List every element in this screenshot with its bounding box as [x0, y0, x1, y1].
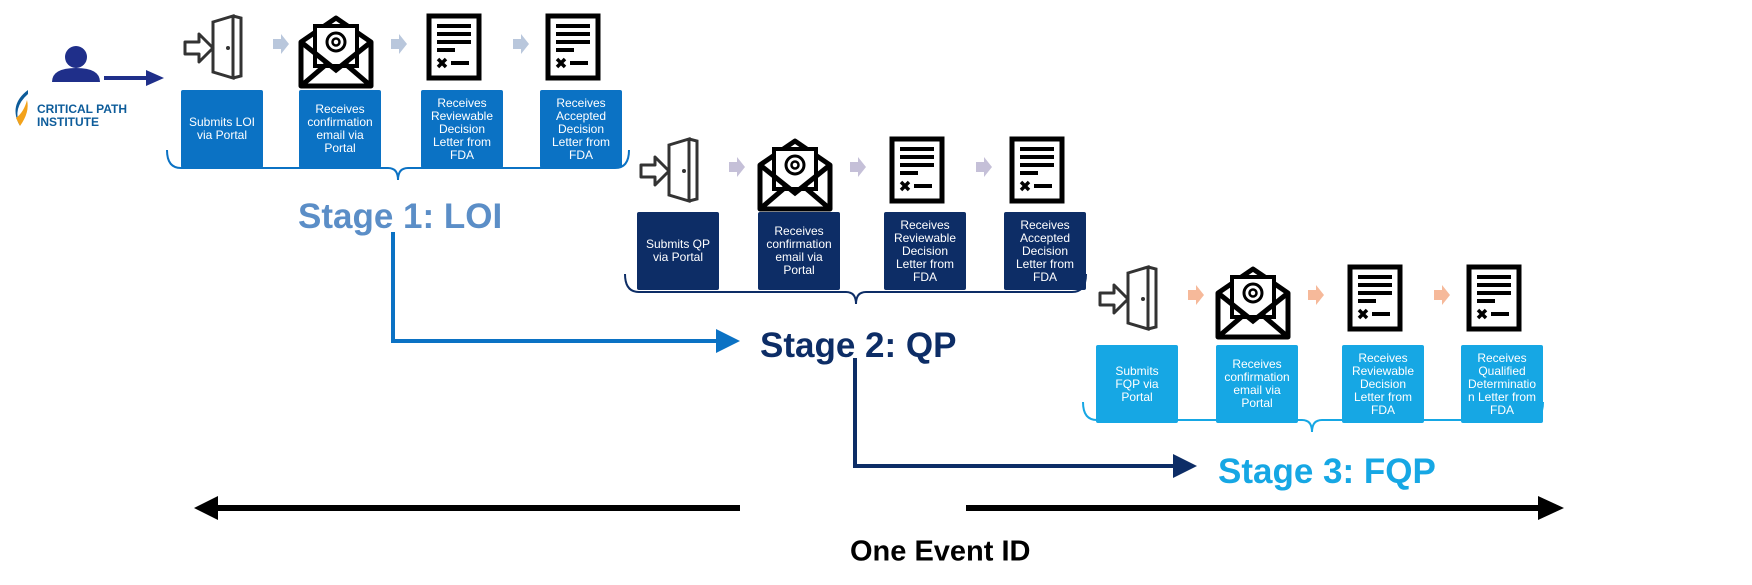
stage1-to-stage2-connector — [391, 232, 740, 353]
event-id-label: One Event ID — [850, 535, 1031, 568]
document-icon-stage3 — [1466, 264, 1522, 332]
step-box: Receives Reviewable Decision Letter from… — [884, 212, 966, 290]
step-arrow — [1308, 285, 1324, 305]
step-arrow — [1434, 285, 1450, 305]
door-enter-icon-stage3 — [1098, 264, 1158, 332]
email-icon-stage2 — [757, 138, 833, 212]
door-enter-icon-stage1 — [183, 13, 243, 81]
step-box: Receives Accepted Decision Letter from F… — [1004, 212, 1086, 290]
step-arrow — [391, 34, 407, 54]
stage2-to-stage3-connector — [853, 358, 1197, 478]
logo-text: CRITICAL PATH INSTITUTE — [37, 102, 127, 129]
stage-brace — [624, 273, 1087, 305]
step-box: Receives confirmation email via Portal — [758, 212, 840, 290]
stage-label-3: Stage 3: FQP — [1218, 452, 1436, 491]
step-arrow — [273, 34, 289, 54]
stage-label-1: Stage 1: LOI — [298, 197, 503, 236]
step-box: Receives Reviewable Decision Letter from… — [1342, 345, 1424, 423]
step-box: Receives Reviewable Decision Letter from… — [421, 90, 503, 168]
step-box: Submits FQP via Portal — [1096, 345, 1178, 423]
step-box: Submits QP via Portal — [637, 212, 719, 290]
step-box: Submits LOI via Portal — [181, 90, 263, 168]
document-icon-stage1 — [545, 13, 601, 81]
start-arrow — [104, 70, 164, 86]
step-box: Receives confirmation email via Portal — [299, 90, 381, 168]
door-enter-icon-stage2 — [639, 136, 699, 204]
document-icon-stage1 — [426, 13, 482, 81]
stage-label-2: Stage 2: QP — [760, 326, 957, 365]
step-arrow — [729, 157, 745, 177]
document-icon-stage2 — [889, 136, 945, 204]
document-icon-stage2 — [1009, 136, 1065, 204]
step-arrow — [513, 34, 529, 54]
step-arrow — [976, 157, 992, 177]
document-icon-stage3 — [1347, 264, 1403, 332]
step-arrow — [850, 157, 866, 177]
step-box: Receives Qualified Determinatio n Letter… — [1461, 345, 1543, 423]
user-icon — [52, 46, 100, 82]
step-box: Receives Accepted Decision Letter from F… — [540, 90, 622, 168]
email-icon-stage3 — [1215, 266, 1291, 340]
event-id-double-arrow — [194, 496, 1564, 520]
email-icon-stage1 — [298, 15, 374, 89]
step-box: Receives confirmation email via Portal — [1216, 345, 1298, 423]
step-arrow — [1188, 285, 1204, 305]
cpath-logo-icon — [15, 90, 28, 126]
